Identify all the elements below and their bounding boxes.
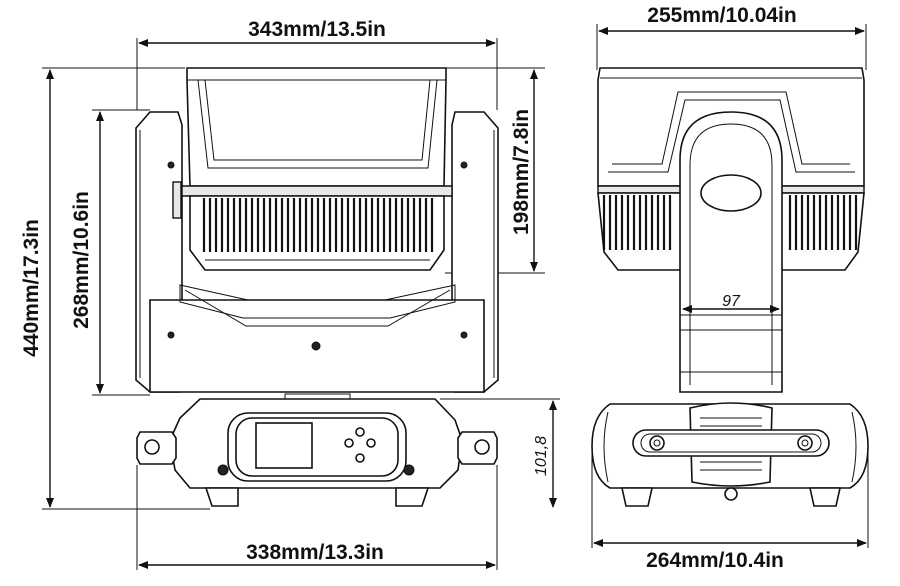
front-base	[136, 393, 498, 507]
side-yoke-arm: 97	[679, 111, 783, 393]
control-button-right	[366, 438, 376, 448]
side-arm-oval-badge	[700, 174, 762, 212]
side-view: 255mm/10.04in	[591, 4, 869, 572]
front-base-right-foot	[395, 487, 430, 507]
front-base-display-screen	[255, 422, 313, 469]
front-bottom-width-label: 338mm/13.3in	[246, 541, 384, 564]
front-head-heatsink	[202, 198, 434, 252]
control-button-left	[344, 438, 354, 448]
front-head	[181, 67, 453, 271]
front-head-height-dimension: 198mm/7.8in	[445, 67, 545, 274]
front-total-height-dimension: 440mm/17.3in	[20, 67, 210, 510]
side-bottom-width-dimension: 264mm/10.4in	[591, 446, 869, 572]
side-arm-width-label: 97	[722, 293, 741, 310]
front-top-width-dimension: 343mm/13.5in	[136, 18, 498, 110]
front-yoke	[135, 111, 499, 393]
front-base-height-label: 101,8	[533, 436, 550, 476]
front-view: 343mm/13.5in 440mm/17.3in 268mm/10.6in 1…	[20, 18, 560, 570]
front-yoke-height-dimension: 268mm/10.6in	[70, 109, 150, 396]
front-total-height-label: 440mm/17.3in	[20, 219, 43, 357]
side-top-width-label: 255mm/10.04in	[647, 4, 796, 27]
front-base-height-dimension: 101,8	[440, 398, 560, 508]
front-yoke-height-label: 268mm/10.6in	[70, 191, 93, 329]
front-top-width-label: 343mm/13.5in	[248, 18, 386, 41]
front-base-left-foot	[204, 487, 239, 507]
front-bottom-width-dimension: 338mm/13.3in	[136, 465, 498, 570]
side-base-left-foot	[621, 487, 653, 507]
control-button-up	[355, 427, 365, 437]
side-base	[591, 402, 869, 507]
side-base-handle	[632, 429, 830, 457]
side-head-heatsink	[602, 195, 858, 250]
side-bottom-width-label: 264mm/10.4in	[646, 549, 784, 572]
side-base-right-foot	[809, 487, 841, 507]
front-head-height-label: 198mm/7.8in	[510, 109, 533, 235]
control-button-down	[355, 453, 365, 463]
side-top-width-dimension: 255mm/10.04in	[596, 4, 867, 70]
